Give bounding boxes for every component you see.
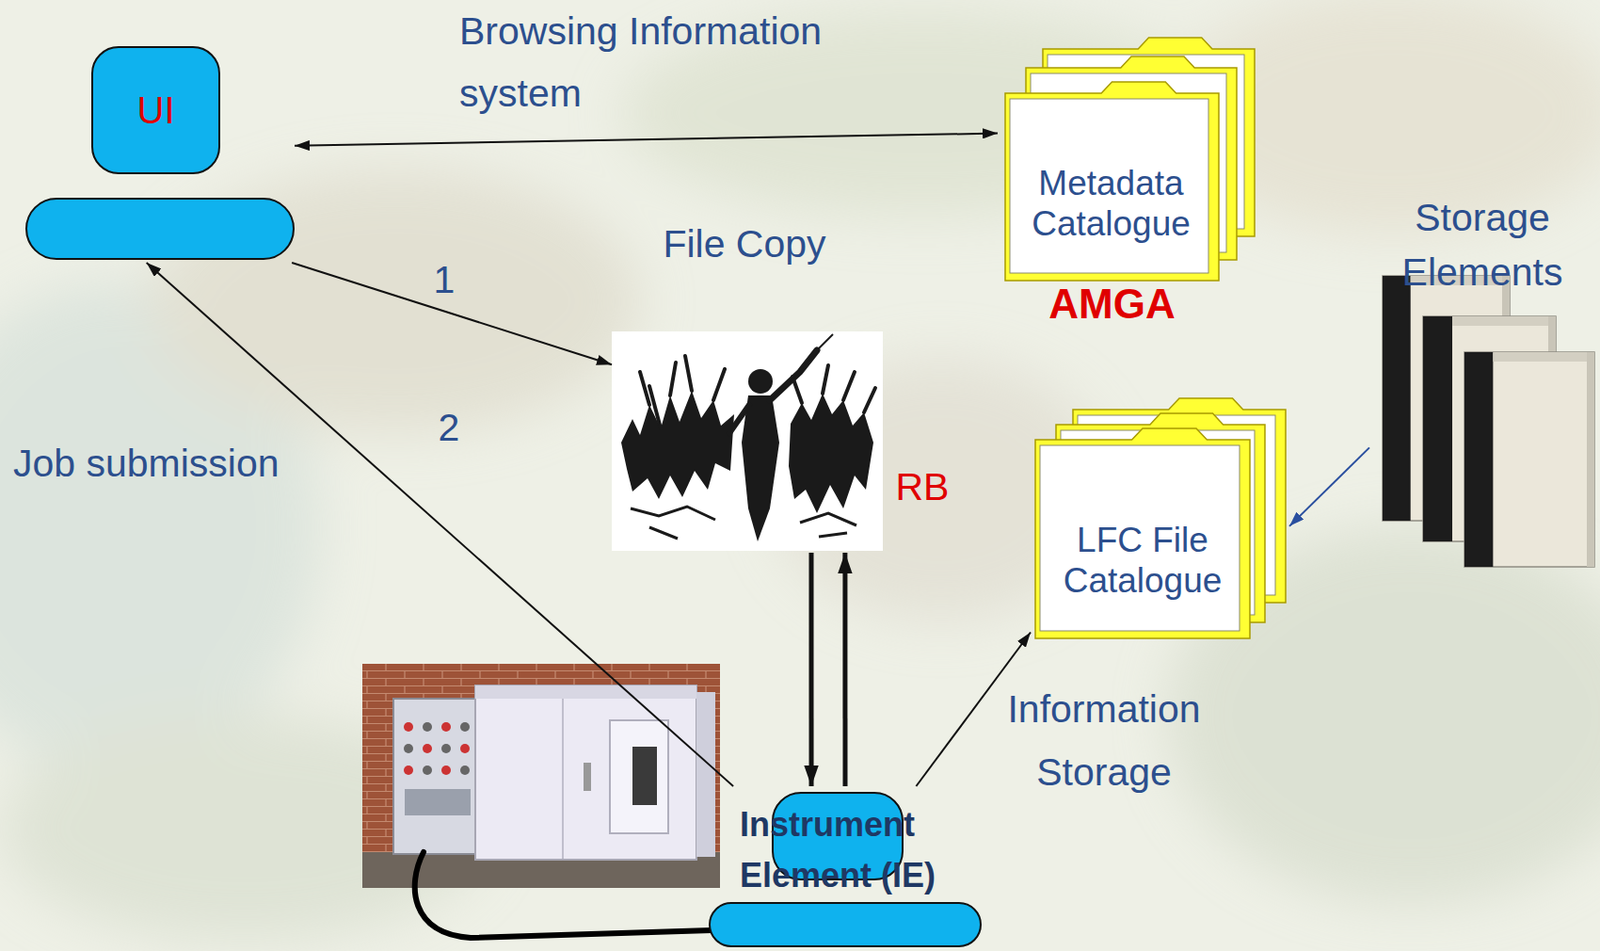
crowd-left <box>621 390 735 499</box>
conductor-body <box>741 395 780 542</box>
callout-number: 1 <box>425 256 464 304</box>
panel-button <box>441 765 451 775</box>
connector-arrow <box>294 133 998 146</box>
panel-button <box>441 721 451 732</box>
panel-button <box>441 743 451 753</box>
baton <box>816 334 833 351</box>
catalogue-label: Metadata Catalogue <box>1008 118 1214 290</box>
node-label: UI <box>92 47 220 174</box>
node-outline <box>25 46 295 263</box>
panel-button <box>403 743 414 753</box>
ui-computer: UI <box>25 46 295 263</box>
sketch-ground <box>611 331 883 551</box>
server-front-stripe <box>1464 352 1493 567</box>
panel-button <box>422 765 432 775</box>
cabinet-side <box>696 691 716 857</box>
control-panel <box>393 698 480 854</box>
monitor-box <box>92 47 220 174</box>
server-top <box>1452 316 1556 326</box>
conductor-head <box>748 368 773 394</box>
resource-broker: RB <box>611 331 960 553</box>
door-window <box>632 746 657 805</box>
door-handle <box>583 762 592 791</box>
metadata-catalogue: Metadata CatalogueAMGA <box>997 33 1262 336</box>
panel-button <box>422 721 432 732</box>
panel-button <box>403 721 414 732</box>
server-case <box>1464 352 1595 567</box>
lfc-catalogue: LFC File Catalogue <box>1030 395 1290 642</box>
rb-label: RB <box>888 464 957 512</box>
flow-label: Job submission <box>13 440 324 488</box>
broker-crowd-sketch <box>611 331 883 551</box>
panel-button <box>460 743 470 753</box>
panel-display <box>404 788 471 816</box>
server-front-stripe <box>1382 275 1411 521</box>
panel-button <box>460 765 470 775</box>
catalogue-label: LFC File Catalogue <box>1039 484 1247 638</box>
instrument-photo <box>362 663 720 888</box>
keyboard-pill <box>26 198 294 259</box>
node-outline <box>1030 395 1290 642</box>
panel-button <box>422 743 432 753</box>
connector-arrow <box>842 552 848 786</box>
raised-arms <box>640 355 725 429</box>
crowd-right <box>788 393 874 513</box>
edge-label: Information Storage <box>991 677 1217 804</box>
raised-arms <box>792 365 876 413</box>
cabinet-door <box>609 720 669 833</box>
instrument-cable <box>415 851 712 938</box>
panel-button <box>403 765 414 775</box>
connector-arrow <box>1289 447 1370 526</box>
conductor-arm <box>729 404 750 433</box>
climate-cabinet <box>475 685 697 860</box>
ie-label: Instrument Element (IE) <box>739 799 977 912</box>
callout-number: 2 <box>430 404 468 452</box>
server-top <box>1492 352 1595 362</box>
storage-elements: Storage Elements <box>1369 188 1596 570</box>
server-front-stripe <box>1423 316 1453 542</box>
brick-wall <box>362 663 720 888</box>
panel-button <box>460 721 470 732</box>
amga-label: AMGA <box>1005 280 1219 328</box>
storage-label: Storage Elements <box>1369 188 1596 302</box>
server-side <box>1586 352 1595 567</box>
folder-shape <box>1035 428 1250 639</box>
flow-label: File Copy <box>640 221 849 269</box>
connector-arrow <box>809 552 815 786</box>
sketch-strokes <box>630 506 857 539</box>
cabinet-top <box>475 685 697 699</box>
instrument-element: Instrument Element (IE) <box>708 785 982 948</box>
edge-label: Browsing Information system <box>459 0 912 125</box>
cabinet-seam <box>561 698 564 859</box>
element-pill <box>709 902 981 946</box>
connector-arrow <box>146 262 734 786</box>
node-outline <box>1369 188 1596 570</box>
